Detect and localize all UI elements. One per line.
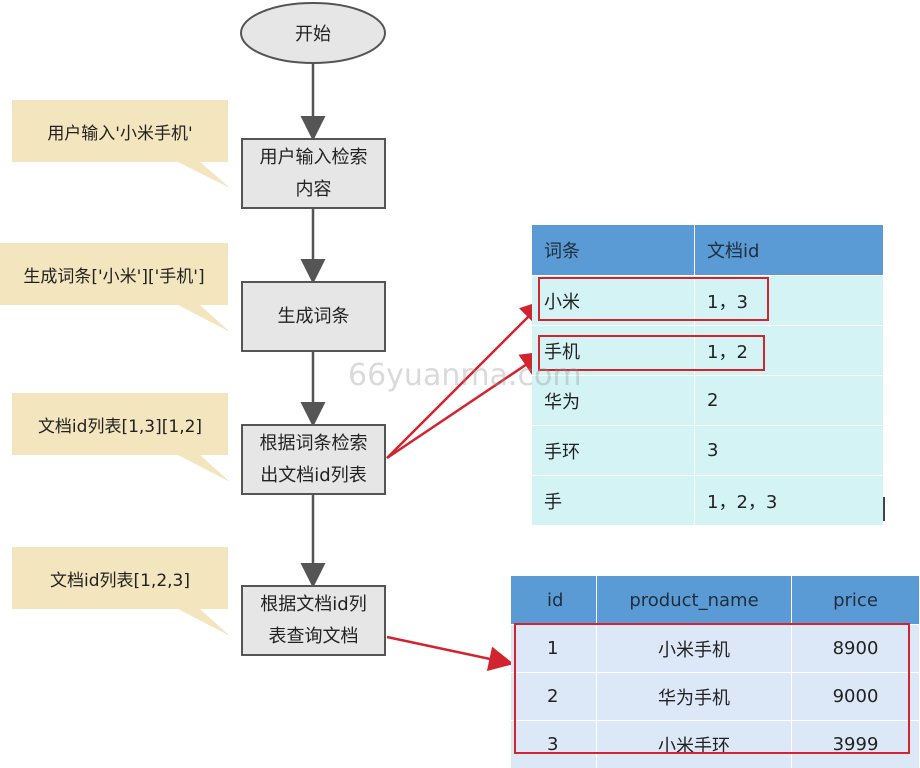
flow-step-user-input: 用户输入检索内容 bbox=[241, 138, 386, 209]
product-header-price: price bbox=[792, 576, 920, 625]
red-arrow-to-products bbox=[387, 637, 509, 663]
product-table-header: id product_name price bbox=[511, 576, 920, 625]
flow-step-3-line1: 根据词条检索 bbox=[260, 428, 368, 460]
flow-start: 开始 bbox=[241, 3, 385, 63]
note-user-input: 用户输入'小米手机' bbox=[12, 100, 228, 162]
flow-step-3-line2: 出文档id列表 bbox=[260, 460, 368, 492]
flow-step-search-ids: 根据词条检索出文档id列表 bbox=[241, 424, 386, 495]
index-header-term: 词条 bbox=[532, 225, 695, 276]
highlight-xiaomi-row bbox=[538, 277, 769, 321]
product-header-name: product_name bbox=[597, 576, 792, 625]
index-cell-ids: 1，2，3 bbox=[695, 476, 884, 526]
product-header-id: id bbox=[511, 576, 597, 625]
flow-step-1-line1: 用户输入检索 bbox=[260, 142, 368, 174]
index-cell-term: 手环 bbox=[532, 426, 695, 476]
note-doc-id-list-1: 文档id列表[1,3][1,2] bbox=[12, 393, 228, 455]
table-edge-mark bbox=[883, 497, 885, 521]
note-generate-terms: 生成词条['小米']['手机'] bbox=[0, 243, 228, 305]
index-cell-term: 手 bbox=[532, 476, 695, 526]
flow-step-query-docs: 根据文档id列表查询文档 bbox=[241, 585, 386, 656]
flow-step-4-line2: 表查询文档 bbox=[260, 621, 366, 653]
flow-step-2-line1: 生成词条 bbox=[278, 301, 350, 333]
flow-step-4-line1: 根据文档id列 bbox=[260, 589, 366, 621]
watermark-text: 66yuanma.com bbox=[348, 358, 582, 393]
index-table-header: 词条 文档id bbox=[532, 225, 884, 276]
index-cell-ids: 3 bbox=[695, 426, 884, 476]
highlight-product-rows bbox=[514, 623, 910, 754]
flow-step-1-line2: 内容 bbox=[260, 174, 368, 206]
flow-step-generate-terms: 生成词条 bbox=[241, 281, 386, 352]
note-doc-id-list-2: 文档id列表[1,2,3] bbox=[12, 547, 228, 609]
index-cell-ids: 2 bbox=[695, 376, 884, 426]
index-header-docid: 文档id bbox=[695, 225, 884, 276]
